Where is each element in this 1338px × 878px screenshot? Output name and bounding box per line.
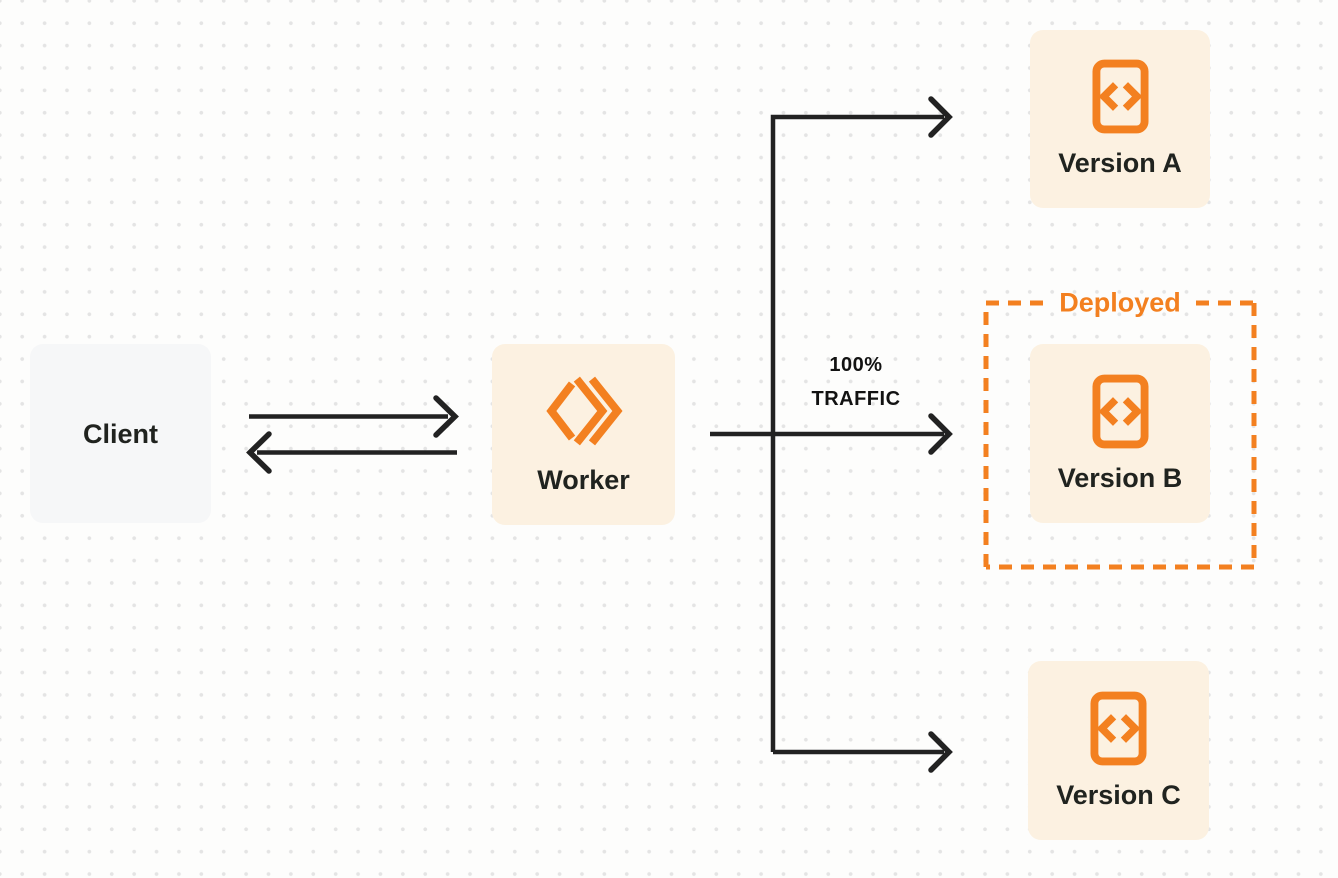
client-node: Client [30, 344, 211, 523]
version-a-node: Version A [1030, 30, 1210, 208]
version-c-node-label: Version C [1056, 779, 1181, 810]
client-node-label: Client [82, 418, 158, 449]
branch-top-arrow-head [928, 96, 953, 138]
branch-bottom-arrow-head [928, 731, 953, 773]
worker-to-client-arrow-head [246, 431, 272, 474]
deployed-badge-label: Deployed [1059, 287, 1181, 318]
traffic-percentage-label: 100% TRAFFIC [811, 348, 900, 416]
traffic-percentage-line1: 100% [829, 354, 883, 376]
traffic-percentage-line2: TRAFFIC [811, 388, 901, 410]
version-b-code-file-icon [1091, 374, 1149, 449]
client-to-worker-arrow-head [433, 395, 459, 438]
version-a-node-label: Version A [1058, 148, 1182, 178]
worker-double-chevron-icon [545, 373, 623, 449]
branch-trunk-line [770, 114, 944, 752]
branch-middle-arrow-head [928, 413, 953, 455]
version-b-node-label: Version B [1057, 462, 1183, 493]
worker-node-label: Worker [537, 465, 630, 495]
worker-node: Worker [492, 344, 675, 525]
version-a-code-file-icon [1091, 59, 1149, 134]
version-c-node: Version C [1028, 661, 1209, 840]
version-b-node: Version B [1030, 344, 1210, 523]
version-c-code-file-icon [1090, 691, 1147, 766]
